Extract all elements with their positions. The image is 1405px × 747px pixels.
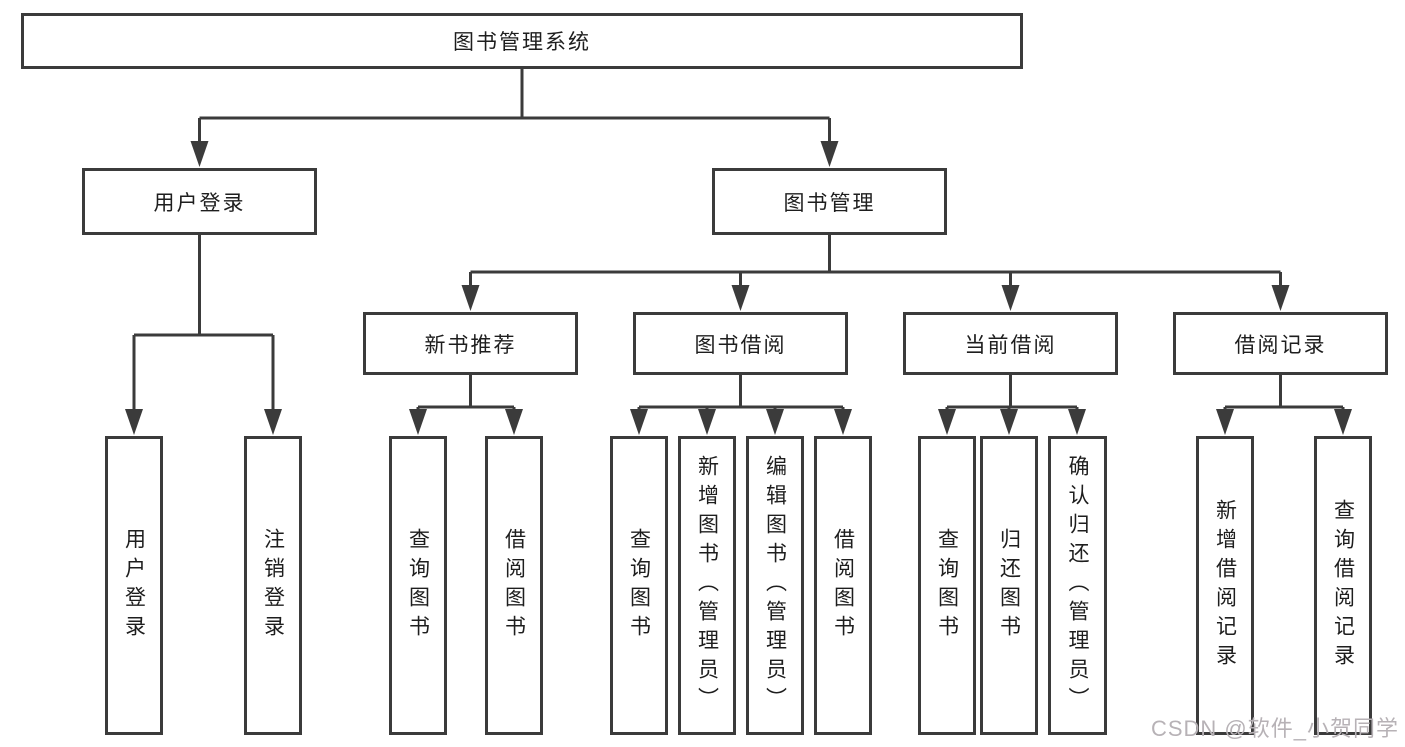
leaf-nbr-borrow-books-label: 借阅图书 bbox=[502, 527, 526, 644]
node-book-management-label: 图书管理 bbox=[783, 191, 876, 215]
leaf-nbr-borrow-books: 借阅图书 bbox=[485, 436, 543, 735]
node-book-borrowing-label: 图书借阅 bbox=[694, 333, 787, 357]
leaf-cb-confirm-return-admin-label: 确认归还（管理员） bbox=[1066, 455, 1089, 716]
leaf-cb-confirm-return-admin: 确认归还（管理员） bbox=[1048, 436, 1107, 735]
node-book-borrowing: 图书借阅 bbox=[633, 312, 848, 375]
node-root-label: 图书管理系统 bbox=[453, 31, 591, 54]
node-new-book-recommend-label: 新书推荐 bbox=[424, 333, 517, 357]
node-borrow-records: 借阅记录 bbox=[1173, 312, 1388, 375]
node-new-book-recommend: 新书推荐 bbox=[363, 312, 578, 375]
csdn-watermark: CSDN @软件_小贺同学 bbox=[1150, 716, 1399, 741]
arrowheads bbox=[125, 141, 1352, 435]
leaf-logout-label: 注销登录 bbox=[261, 527, 285, 644]
leaf-user-login-label: 用户登录 bbox=[122, 527, 146, 644]
leaf-br-add-record: 新增借阅记录 bbox=[1196, 436, 1254, 735]
leaf-br-query-record: 查询借阅记录 bbox=[1314, 436, 1372, 735]
leaf-logout: 注销登录 bbox=[244, 436, 302, 735]
leaf-br-query-record-label: 查询借阅记录 bbox=[1331, 498, 1355, 673]
leaf-bb-borrow-books-label: 借阅图书 bbox=[831, 527, 855, 644]
leaf-bb-add-books-admin-label: 新增图书（管理员） bbox=[695, 455, 719, 716]
node-current-borrowing-label: 当前借阅 bbox=[964, 333, 1057, 357]
leaf-bb-edit-books-admin-label: 编辑图书（管理员） bbox=[763, 455, 787, 716]
leaf-cb-query-books: 查询图书 bbox=[918, 436, 976, 735]
node-book-management: 图书管理 bbox=[712, 168, 947, 235]
leaf-cb-return-books-label: 归还图书 bbox=[997, 527, 1021, 644]
leaf-cb-query-books-label: 查询图书 bbox=[935, 527, 959, 644]
leaf-cb-return-books: 归还图书 bbox=[980, 436, 1038, 735]
node-borrow-records-label: 借阅记录 bbox=[1234, 333, 1327, 357]
leaf-nbr-query-books: 查询图书 bbox=[389, 436, 447, 735]
leaf-user-login: 用户登录 bbox=[105, 436, 163, 735]
node-root: 图书管理系统 bbox=[21, 13, 1023, 69]
node-current-borrowing: 当前借阅 bbox=[903, 312, 1118, 375]
node-user-login: 用户登录 bbox=[82, 168, 317, 235]
leaf-bb-add-books-admin: 新增图书（管理员） bbox=[678, 436, 736, 735]
leaf-bb-query-books: 查询图书 bbox=[610, 436, 668, 735]
leaf-bb-edit-books-admin: 编辑图书（管理员） bbox=[746, 436, 804, 735]
leaf-nbr-query-books-label: 查询图书 bbox=[406, 527, 430, 644]
node-user-login-label: 用户登录 bbox=[153, 191, 246, 215]
leaf-bb-query-books-label: 查询图书 bbox=[627, 527, 651, 644]
leaf-br-add-record-label: 新增借阅记录 bbox=[1213, 498, 1237, 673]
leaf-bb-borrow-books: 借阅图书 bbox=[814, 436, 872, 735]
